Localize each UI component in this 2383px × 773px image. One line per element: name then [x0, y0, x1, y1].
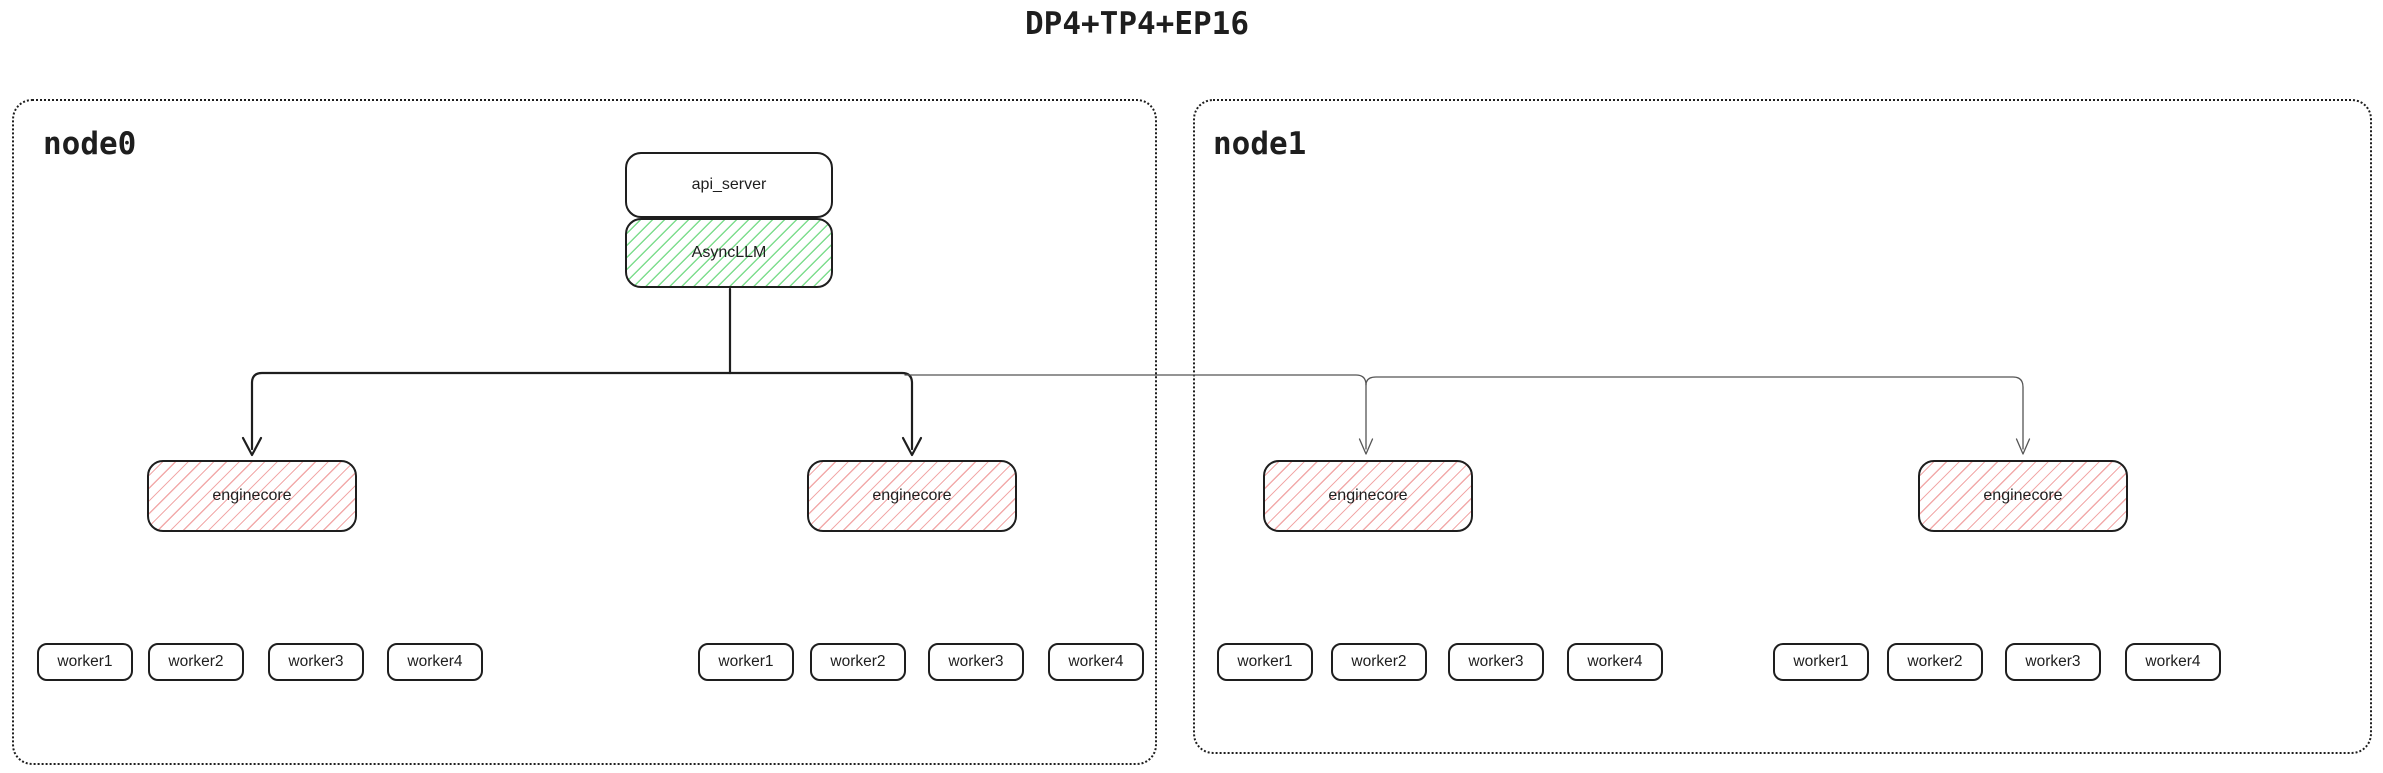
enginecore-label: enginecore: [1328, 487, 1408, 504]
enginecore-box-node0-2: enginecore: [807, 460, 1017, 532]
worker-box: worker3: [268, 643, 364, 681]
edge-node1-enginecore4: [1365, 376, 2024, 450]
worker-box: worker1: [1773, 643, 1869, 681]
worker-label: worker3: [2025, 653, 2081, 670]
enginecore-label: enginecore: [212, 487, 292, 504]
async-llm-box: AsyncLLM: [625, 218, 833, 288]
enginecore-box-node0-1: enginecore: [147, 460, 357, 532]
worker-label: worker4: [407, 653, 463, 670]
worker-box: worker2: [1331, 643, 1427, 681]
worker-box: worker2: [148, 643, 244, 681]
worker-box: worker4: [1567, 643, 1663, 681]
worker-box: worker4: [1048, 643, 1144, 681]
edge-node0-enginecore2: [728, 371, 914, 451]
worker-label: worker2: [1907, 653, 1963, 670]
enginecore-label: enginecore: [872, 487, 952, 504]
worker-box: worker4: [2125, 643, 2221, 681]
worker-box: worker4: [387, 643, 483, 681]
worker-label: worker4: [2145, 653, 2201, 670]
arrowhead-enginecore1: [241, 436, 263, 457]
worker-label: worker4: [1068, 653, 1124, 670]
diagram-title: DP4+TP4+EP16: [1025, 6, 1249, 42]
worker-box: worker3: [1448, 643, 1544, 681]
worker-box: worker3: [2005, 643, 2101, 681]
async-llm-label: AsyncLLM: [691, 244, 767, 261]
worker-label: worker3: [288, 653, 344, 670]
enginecore-box-node1-1: enginecore: [1263, 460, 1473, 532]
api-server-label: api_server: [691, 176, 767, 193]
worker-label: worker1: [1793, 653, 1849, 670]
api-server-box: api_server: [625, 152, 833, 218]
worker-label: worker3: [948, 653, 1004, 670]
worker-box: worker2: [1887, 643, 1983, 681]
edge-node1-enginecore3: [904, 374, 1367, 450]
worker-label: worker2: [1351, 653, 1407, 670]
worker-label: worker3: [1468, 653, 1524, 670]
worker-box: worker1: [1217, 643, 1313, 681]
arrowhead-enginecore4: [2015, 438, 2031, 455]
worker-label: worker2: [168, 653, 224, 670]
worker-label: worker1: [718, 653, 774, 670]
worker-label: worker1: [1237, 653, 1293, 670]
worker-box: worker1: [37, 643, 133, 681]
node0-label: node0: [43, 126, 137, 162]
worker-label: worker2: [830, 653, 886, 670]
arrowhead-enginecore2: [901, 436, 923, 457]
node0-container: [12, 99, 1157, 765]
enginecore-box-node1-2: enginecore: [1918, 460, 2128, 532]
worker-box: worker1: [698, 643, 794, 681]
edge-node0-enginecore1: [250, 371, 732, 451]
enginecore-label: enginecore: [1983, 487, 2063, 504]
node1-label: node1: [1213, 126, 1307, 162]
worker-box: worker2: [810, 643, 906, 681]
worker-box: worker3: [928, 643, 1024, 681]
worker-label: worker4: [1587, 653, 1643, 670]
arrowhead-enginecore3: [1358, 438, 1374, 455]
worker-label: worker1: [57, 653, 113, 670]
node1-container: [1193, 99, 2372, 754]
